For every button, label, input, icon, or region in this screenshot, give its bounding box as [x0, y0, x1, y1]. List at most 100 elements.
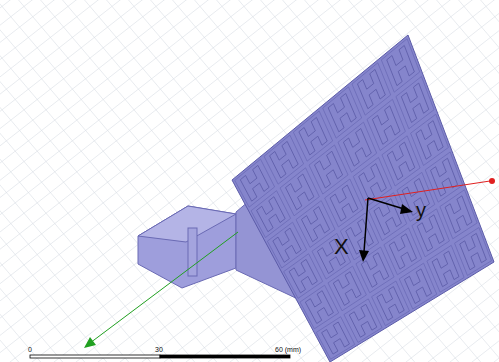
scale-number: 30: [155, 346, 163, 353]
grid-line: [0, 0, 30, 362]
grid-line: [0, 0, 184, 362]
unit-cell: [399, 263, 437, 309]
h-slot: [286, 174, 314, 210]
red-axis: [365, 181, 490, 200]
h-slot: [416, 121, 443, 160]
h-slot: [389, 234, 416, 269]
unit-cell: [455, 228, 492, 276]
unit-cell: [440, 190, 477, 239]
h-slot: [445, 196, 472, 233]
unit-cell: [312, 233, 351, 279]
grid-line: [0, 0, 134, 362]
h-slot: [346, 219, 374, 254]
green-axis-head: [84, 337, 96, 348]
h-slot: [240, 165, 269, 201]
grid-line: [90, 0, 499, 362]
h-slot: [387, 45, 415, 85]
h-slot: [328, 93, 356, 131]
scale-segment: [160, 355, 290, 358]
coordinate-axes: [84, 178, 495, 348]
unit-cell: [352, 63, 391, 115]
grid-line: [0, 0, 250, 362]
grid-line: [218, 0, 499, 362]
unit-cell: [323, 87, 362, 138]
grid-line: [0, 0, 200, 362]
green-axis: [90, 232, 238, 343]
grid-line: [0, 0, 178, 362]
grid-line: [0, 0, 156, 362]
unit-cell: [396, 76, 434, 128]
unit-cell: [372, 281, 410, 326]
scale-number: 60 (mm): [275, 346, 301, 353]
h-slot: [333, 272, 361, 306]
grid-line: [222, 0, 499, 362]
h-slot: [299, 117, 327, 155]
grid-line: [130, 0, 499, 362]
y-axis-head: [400, 204, 413, 214]
unit-cell: [367, 99, 405, 150]
h-slot: [387, 142, 414, 180]
grid-line: [0, 0, 332, 362]
h-slot: [305, 291, 333, 324]
grid-line: [0, 0, 2, 362]
h-slot: [301, 207, 329, 242]
h-slot: [330, 185, 358, 221]
grid-line: [156, 0, 499, 362]
unit-cell: [293, 111, 332, 161]
h-slot: [273, 228, 301, 262]
x-axis-head: [359, 250, 369, 262]
red-axis-head: [489, 178, 495, 184]
grid-line: [0, 0, 228, 362]
waveguide-top: [138, 206, 236, 242]
h-slot: [270, 141, 299, 178]
unit-cell: [316, 317, 354, 359]
h-slot: [404, 269, 431, 304]
grid-line: [200, 0, 499, 362]
plate-surface: [232, 35, 494, 362]
grid-line: [108, 0, 499, 362]
grid-line: [0, 0, 272, 362]
h-slot: [401, 83, 428, 122]
unit-cell: [411, 114, 449, 165]
h-slot: [432, 251, 459, 287]
grid-line: [0, 0, 96, 362]
h-slot: [460, 233, 487, 269]
grid-line: [0, 0, 222, 362]
h-slot: [257, 197, 286, 232]
unit-cell: [300, 285, 339, 329]
h-slot: [361, 253, 389, 288]
grid-line: [68, 0, 499, 362]
h-slot: [289, 259, 317, 293]
y-axis: [368, 198, 404, 209]
grid-line: [0, 0, 244, 362]
axis-label: y: [416, 200, 426, 220]
h-slot: [359, 164, 387, 201]
h-slot: [372, 106, 400, 145]
grid-line: [112, 0, 499, 362]
unit-cell: [264, 135, 304, 184]
grid-line: [0, 0, 118, 362]
grid-line: [464, 0, 499, 362]
scale-number: 0: [28, 346, 32, 353]
grid-line: [134, 0, 499, 362]
h-slot: [357, 69, 385, 108]
grid-line: [0, 0, 52, 362]
h-slot: [343, 129, 371, 167]
unit-cell: [381, 39, 419, 92]
h-slot: [349, 304, 377, 337]
grid-line: [178, 0, 499, 362]
h-slot: [377, 287, 404, 321]
waveguide-feed: [138, 206, 236, 288]
grid-line: [174, 0, 499, 362]
grid-line: [24, 0, 499, 362]
grid-line: [0, 0, 266, 362]
grid-line: [482, 0, 499, 362]
h-slot: [417, 215, 444, 251]
scale-segment: [30, 355, 160, 358]
